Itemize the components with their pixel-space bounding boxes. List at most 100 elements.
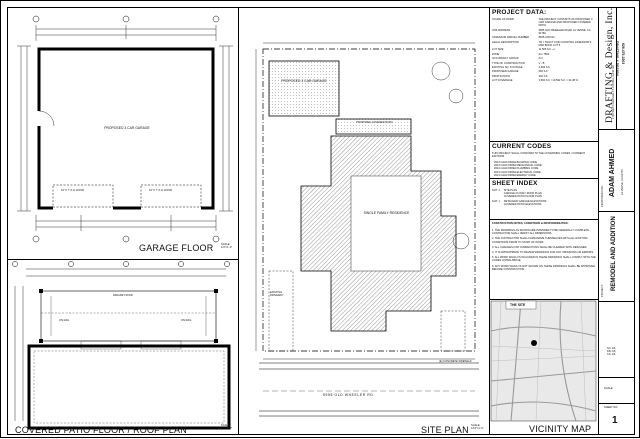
project-data-value: 3,592 S.F. / 10,592 S.F. = 31.38 % bbox=[538, 79, 578, 83]
sheet-number: 1 bbox=[612, 415, 618, 426]
patio-plan-title: COVERED PATIO FLOOR / ROOF PLAN bbox=[15, 425, 187, 435]
site-sidewalk-label: (E) CONCRETE SIDEWALK bbox=[439, 360, 472, 363]
code-item: 2013 CALIFORNIA BUILDING CODE bbox=[494, 161, 538, 164]
project-data-row: PROP'D PATIO 340 S.F. bbox=[492, 75, 596, 78]
garage-room-label: PROPOSED 3 CAR GARAGE bbox=[104, 126, 150, 130]
scale-label: SCALE: bbox=[604, 387, 614, 390]
date-row: SC: AS bbox=[607, 347, 616, 350]
construction-note: 3. ALL CHANGES FOR CORRECTIONS SHALL BE … bbox=[492, 245, 588, 249]
project-data-value: R-1 7500 bbox=[538, 52, 550, 56]
prepared-for-label: PROPOSED FOR: bbox=[601, 185, 604, 207]
divider-titleblock bbox=[598, 7, 599, 435]
project-data-key: LOT COVERAGE bbox=[492, 79, 513, 83]
divider-vicinity bbox=[489, 299, 598, 300]
project-data-value: 8665-018-012 bbox=[538, 36, 555, 40]
code-item: 2013 CALIFORNIA ENERGY CODE bbox=[494, 173, 536, 177]
tb-divider-1 bbox=[598, 129, 634, 130]
border-left bbox=[7, 7, 8, 435]
divider-left-horizontal bbox=[7, 259, 238, 260]
vicinity-site-label: THE SITE bbox=[510, 303, 526, 307]
divider-notes bbox=[489, 219, 598, 220]
project-data-key: ASSESSOR PARCEL NUMBER bbox=[492, 36, 530, 40]
project-data-row: ASSESSOR PARCEL NUMBER 8665-018-012 bbox=[492, 36, 596, 39]
client-name: ADAM AHMED bbox=[609, 148, 616, 197]
site-residence-label: SINGLE FAMILY RESIDENCE bbox=[363, 211, 410, 215]
project-data-key: LOT SIZE bbox=[492, 48, 504, 52]
tb-divider-5 bbox=[598, 403, 634, 404]
project-data-value: 2,592 S.F. bbox=[538, 65, 551, 69]
project-data-row: ZONE R-1 7500 bbox=[492, 53, 596, 56]
project-data-row: LOT COVERAGE 3,592 S.F. / 10,592 S.F. = 3… bbox=[492, 79, 596, 82]
garage-floor-title: GARAGE FLOOR bbox=[139, 243, 214, 253]
construction-note: 5. ALL WORK WHICH IS INCLUDED IN THESE D… bbox=[492, 256, 596, 263]
project-data-key: LEGAL DESCRIPTION bbox=[492, 40, 519, 44]
construction-note: 6. ANY WORK WHICH IS NOT SHOWN ON THESE … bbox=[492, 264, 596, 271]
project-data-key: PROP'D PATIO bbox=[492, 74, 510, 78]
garage-door-label-1: 16' X 7' O.H. DOOR bbox=[61, 189, 85, 192]
patio-label-right: ON RAIL bbox=[181, 319, 192, 322]
patio-roof-label: PARAPET ROOF bbox=[113, 294, 134, 297]
border-top bbox=[7, 7, 635, 8]
sheet-no-label: SHEET NO: bbox=[604, 406, 618, 409]
site-plan-title: SITE PLAN bbox=[421, 425, 469, 435]
divider-right bbox=[489, 7, 490, 435]
garage-floor-scale: SCALE: 1/4"=1'-0" bbox=[221, 243, 233, 249]
sheet-index-title: SHEET INDEX bbox=[492, 180, 538, 187]
divider-codes bbox=[489, 141, 598, 142]
patio-plan-scale: SCALE: 1/4"=1'-0" bbox=[221, 424, 233, 430]
project-data-value: R-3 bbox=[538, 57, 543, 61]
project-data-value: V - B bbox=[538, 61, 545, 65]
site-plan-scale: SCALE: 1/16"=1'-0" bbox=[471, 424, 484, 430]
project-label: PROJECT: bbox=[601, 284, 604, 297]
site-patio-label: PROPOSED COVERED PATIO bbox=[356, 121, 393, 124]
tb-divider-4 bbox=[598, 377, 634, 378]
garage-door-label-2: 16' X 7' O.H. DOOR bbox=[149, 189, 173, 192]
border-bottom bbox=[7, 434, 635, 435]
tb-divider-2 bbox=[598, 211, 634, 212]
project-data-key: EXISTING SQ. FOOTAGE bbox=[492, 65, 523, 69]
code-item: 2013 CALIFORNIA PLUMBING CODE bbox=[494, 167, 539, 171]
sheet-index-line: SITE PLAN bbox=[503, 189, 518, 192]
project-data-row: LOT SIZE 11,505 S.F. +/- bbox=[492, 48, 596, 51]
divider-index bbox=[489, 178, 598, 179]
project-data-value: 660 S.F. bbox=[538, 70, 549, 74]
sheet-index-line: COVERED PATIO ELEVATIONS bbox=[503, 202, 542, 206]
sheet-index-line: DETACHED GARAGE ELEVATIONS bbox=[503, 199, 547, 203]
vicinity-map-title: VICINITY MAP bbox=[529, 424, 592, 434]
project-data-value: 340 S.F. bbox=[538, 74, 549, 78]
tb-divider-v bbox=[616, 7, 617, 129]
construction-note: 1. THE DRAWINGS AS SHOWN ARE INTENDED TO… bbox=[492, 229, 590, 236]
project-name: REMODEL AND ADDITION bbox=[611, 216, 617, 291]
site-garage-label: PROPOSED 3 CAR GARAGE bbox=[281, 79, 327, 83]
project-data-key: ZONE bbox=[492, 52, 500, 56]
site-driveway-label: EXISTING DRIVEWAY bbox=[270, 291, 284, 298]
current-codes-title: CURRENT CODES bbox=[492, 143, 552, 150]
current-codes-intro: THIS PROJECT SHALL CONFORM TO THE GOVERN… bbox=[492, 152, 586, 159]
construction-note: 2. THE CONTRACTOR SHALL FAMILIARIZE THEM… bbox=[492, 237, 588, 244]
code-item: 2013 CALIFORNIA ELECTRICAL CODE bbox=[494, 170, 541, 174]
sheet-index-list: SHT. 1 SITE PLAN GARAGE FLOOR / ROOF PLA… bbox=[492, 189, 546, 206]
date-rows: SC: AS DR: AS CK: AS bbox=[607, 347, 616, 357]
client-address: LA VERNE, CA 91750 bbox=[621, 169, 624, 195]
construction-note: 4. IT IS APPROPRIATE TO REVIEW DRAWINGS … bbox=[492, 251, 594, 255]
project-data-value: 11,505 S.F. +/- bbox=[538, 48, 556, 52]
sheet-index-id: SHT. 1 bbox=[492, 199, 500, 203]
sheet-index-line: GARAGE FLOOR / ROOF PLAN bbox=[503, 192, 542, 196]
construction-notes-list: 1. THE DRAWINGS AS SHOWN ARE INTENDED TO… bbox=[492, 229, 596, 273]
divider-left bbox=[238, 7, 239, 435]
project-data-row: EXISTING SQ. FOOTAGE 2,592 S.F. bbox=[492, 66, 596, 69]
project-data-key: SCOPE OF WORK bbox=[492, 18, 515, 21]
project-data-title: PROJECT DATA: bbox=[492, 9, 547, 16]
current-codes-list: 2013 CALIFORNIA BUILDING CODE 2013 CALIF… bbox=[494, 161, 542, 177]
border-right bbox=[634, 7, 635, 435]
